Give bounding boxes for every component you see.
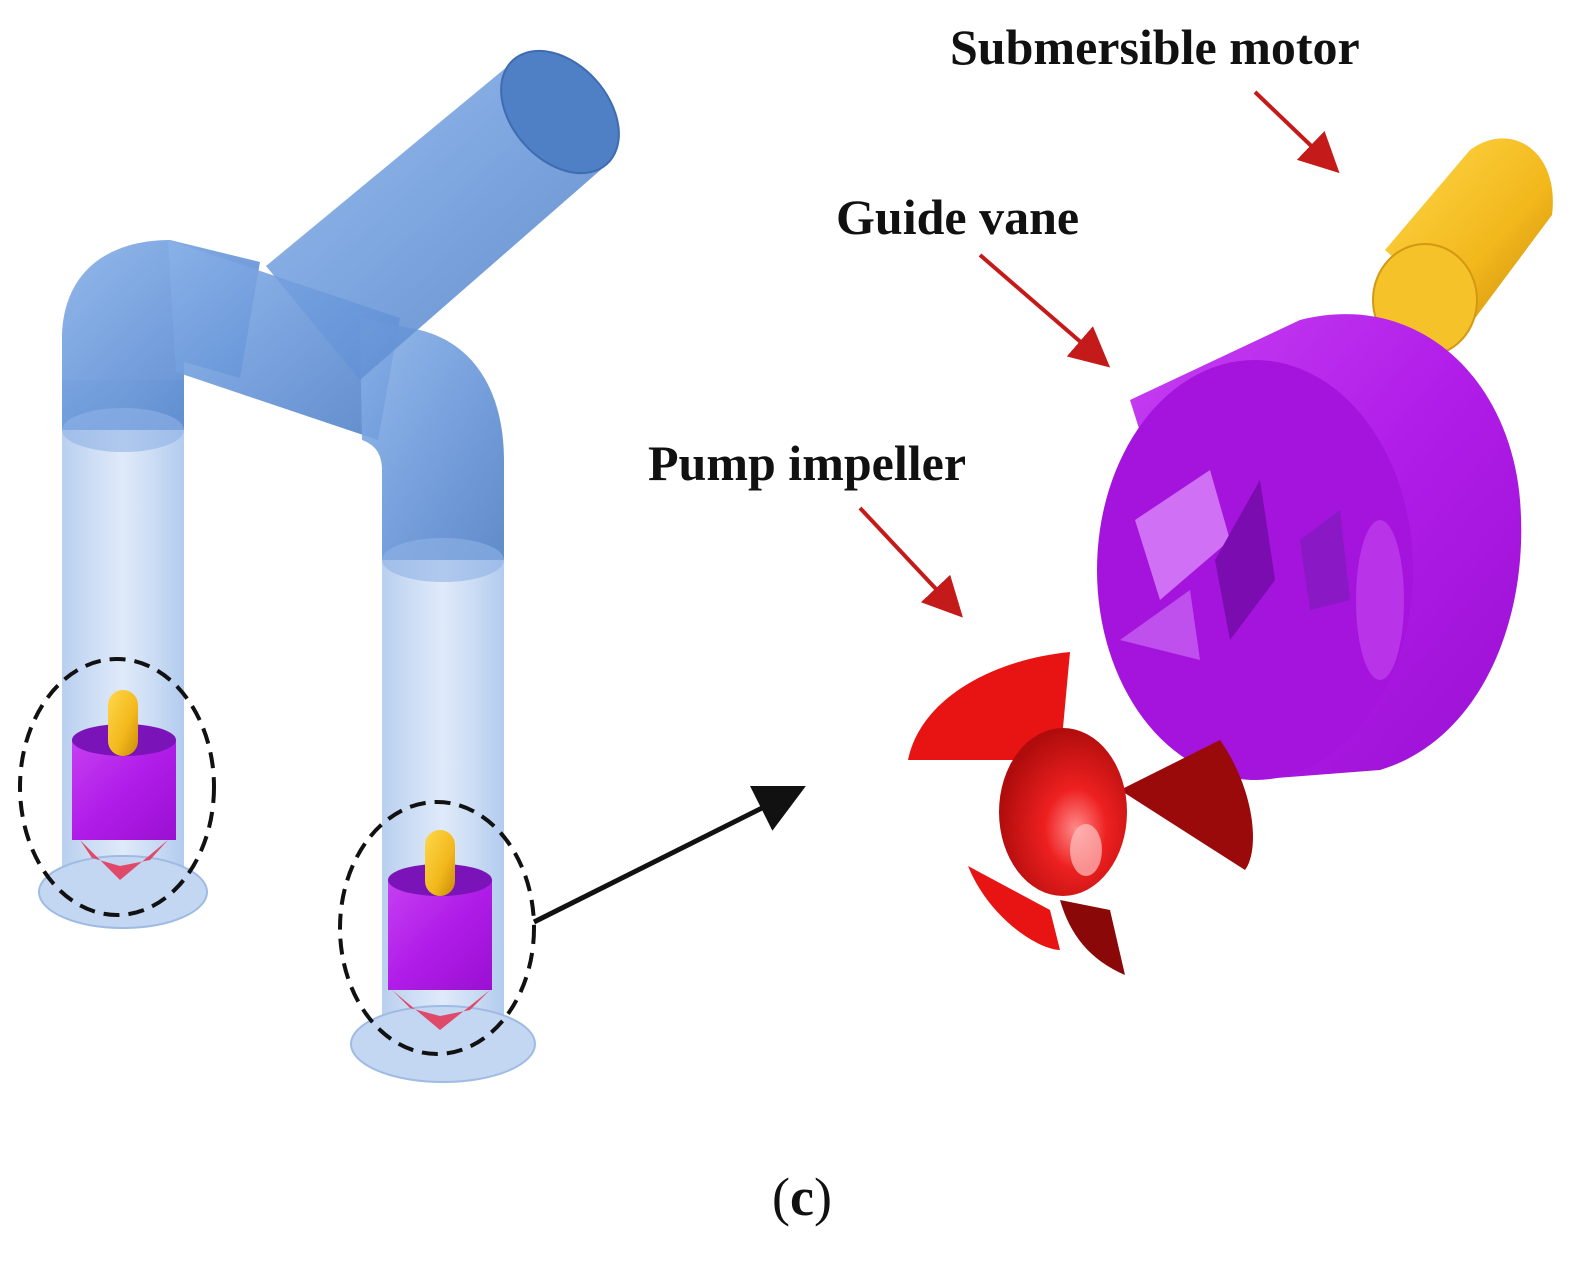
left-motor [108,690,138,756]
guide-vane-label: Guide vane [836,189,1080,245]
guide-vane-part [1097,314,1522,780]
caption-open: ( [772,1167,790,1227]
right-guide-vane-body [388,880,492,990]
right-bell-inlet [350,1005,536,1083]
left-bell-inlet [38,855,208,929]
cross-pipe [168,240,400,440]
impeller-arrow [858,506,963,618]
submersible-motor-label: Submersible motor [950,19,1360,75]
pump-impeller-label: Pump impeller [648,435,967,491]
pipe-system [38,49,620,1083]
left-guide-vane-body [72,740,176,840]
right-highlight-ellipse [338,800,536,1056]
motor-arrow [1253,90,1340,174]
right-elbow [360,318,504,560]
left-pipe-ring [62,408,184,452]
right-motor [425,830,455,896]
right-pump-unit [388,830,492,1030]
left-pump-unit [72,690,176,880]
right-pipe-ring [382,538,504,582]
zoom-arrow [532,786,806,925]
pump-impeller-part [908,652,1253,975]
caption-close: ) [813,1167,832,1227]
submersible-motor-part [1372,138,1553,357]
left-impeller-blades [80,840,168,880]
outlet-opening [500,49,620,175]
right-impeller-blades [392,990,490,1030]
figure-caption: (c) [772,1170,832,1224]
left-highlight-ellipse [18,657,216,917]
guide-vane-arrow [978,253,1111,368]
caption-letter: c [789,1167,814,1227]
